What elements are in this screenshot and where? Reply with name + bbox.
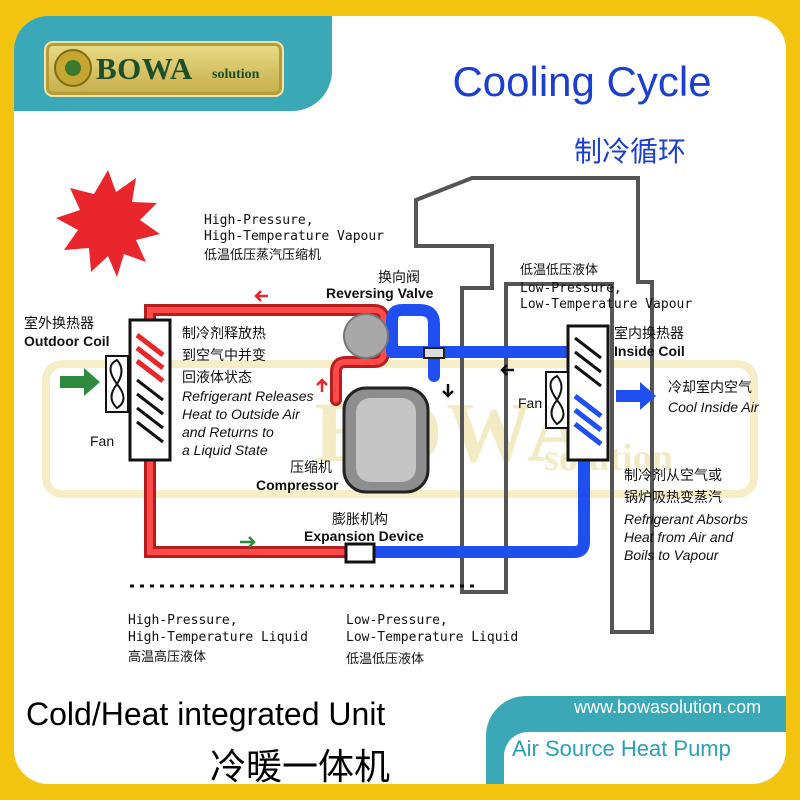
release-label-en-1: Refrigerant Releases — [182, 388, 314, 404]
cool-air-label: Cool Inside Air — [668, 399, 759, 415]
fan-label-outdoor: Fan — [90, 433, 115, 449]
absorb-label-en-3: Boils to Vapour — [624, 547, 719, 563]
hp-liquid-label: High-Pressure, — [128, 613, 238, 628]
release-label-zh-2: 到空气中并变 — [182, 347, 266, 363]
absorb-label-en-2: Heat from Air and — [624, 529, 734, 545]
hp-liquid-label-zh: 高温高压液体 — [128, 650, 207, 665]
absorb-label-en-1: Refrigerant Absorbs — [624, 511, 748, 527]
diagram-card: BOWA solution Cooling Cycle 制冷循环 BOWA so… — [14, 16, 786, 784]
lp-vapour-label-2: Low-Temperature Vapour — [520, 297, 693, 312]
hot-refrigerant-pipes — [144, 304, 390, 558]
absorb-label-zh-1: 制冷剂从空气或 — [624, 467, 722, 483]
lp-vapour-label: Low-Pressure, — [520, 281, 622, 296]
unit-title-english: Cold/Heat integrated Unit — [26, 696, 386, 732]
inside-coil-label-zh: 室内换热器 — [614, 325, 684, 341]
brand-logo: BOWA solution — [44, 41, 284, 97]
lp-liquid-label-2: Low-Temperature Liquid — [346, 630, 519, 645]
fan-icon — [105, 355, 129, 413]
absorb-label-zh-2: 锅炉吸热变蒸汽 — [624, 489, 722, 505]
hp-vapour-label-zh: 低温低压蒸汽压缩机 — [204, 248, 322, 263]
compressor-label-zh: 压缩机 — [290, 459, 332, 475]
fan-label-inside: Fan — [518, 395, 543, 411]
arrow-icon — [240, 290, 514, 548]
house-icon — [414, 176, 654, 634]
title-english: Cooling Cycle — [452, 58, 712, 105]
lp-liquid-label-zh: 低温低压液体 — [346, 652, 425, 667]
reversing-valve-icon — [343, 313, 445, 359]
outdoor-coil-label: Outdoor Coil — [24, 333, 110, 349]
release-label-zh-3: 回液体状态 — [182, 369, 252, 385]
expansion-device-label-zh: 膨胀机构 — [332, 511, 388, 527]
website-url: www.bowasolution.com — [574, 697, 762, 717]
hp-vapour-label-2: High-Temperature Vapour — [204, 229, 385, 244]
title-chinese: 制冷循环 — [574, 136, 687, 167]
reversing-valve-label: Reversing Valve — [326, 285, 434, 301]
expansion-device-label: Expansion Device — [304, 528, 424, 544]
release-label-zh-1: 制冷剂释放热 — [182, 325, 266, 341]
cool-air-label-zh: 冷却室内空气 — [668, 379, 752, 395]
hp-liquid-label-2: High-Temperature Liquid — [128, 630, 309, 645]
reversing-valve-label-zh: 换向阀 — [378, 269, 420, 285]
cold-refrigerant-pipes — [368, 304, 590, 558]
footer-panel — [504, 732, 786, 784]
inside-coil-icon — [566, 324, 610, 462]
compressor-label: Compressor — [256, 477, 339, 493]
outdoor-coil-label-zh: 室外换热器 — [24, 315, 94, 331]
product-name: Air Source Heat Pump — [512, 736, 731, 761]
logo-text: BOWA — [96, 51, 193, 86]
logo-emblem-icon — [54, 49, 92, 87]
lp-liquid-label: Low-Pressure, — [346, 613, 448, 628]
compressor-icon — [342, 386, 430, 494]
outdoor-coil-icon — [128, 318, 172, 462]
hp-vapour-label: High-Pressure, — [204, 213, 314, 228]
watermark-frame — [42, 360, 758, 498]
release-label-en-3: and Returns to — [182, 424, 274, 440]
unit-title-chinese: 冷暖一体机 — [210, 746, 391, 784]
expansion-valve-icon — [344, 542, 376, 564]
fan-icon — [545, 371, 569, 429]
logo-subtext: solution — [212, 67, 260, 82]
release-label-en-4: a Liquid State — [182, 442, 268, 458]
inside-coil-label: Inside Coil — [614, 343, 685, 359]
arrow-icon — [616, 382, 656, 410]
release-label-en-2: Heat to Outside Air — [182, 406, 300, 422]
lp-vapour-label-zh: 低温低压液体 — [520, 263, 599, 278]
arrow-icon — [60, 368, 100, 396]
sun-icon — [56, 170, 160, 277]
